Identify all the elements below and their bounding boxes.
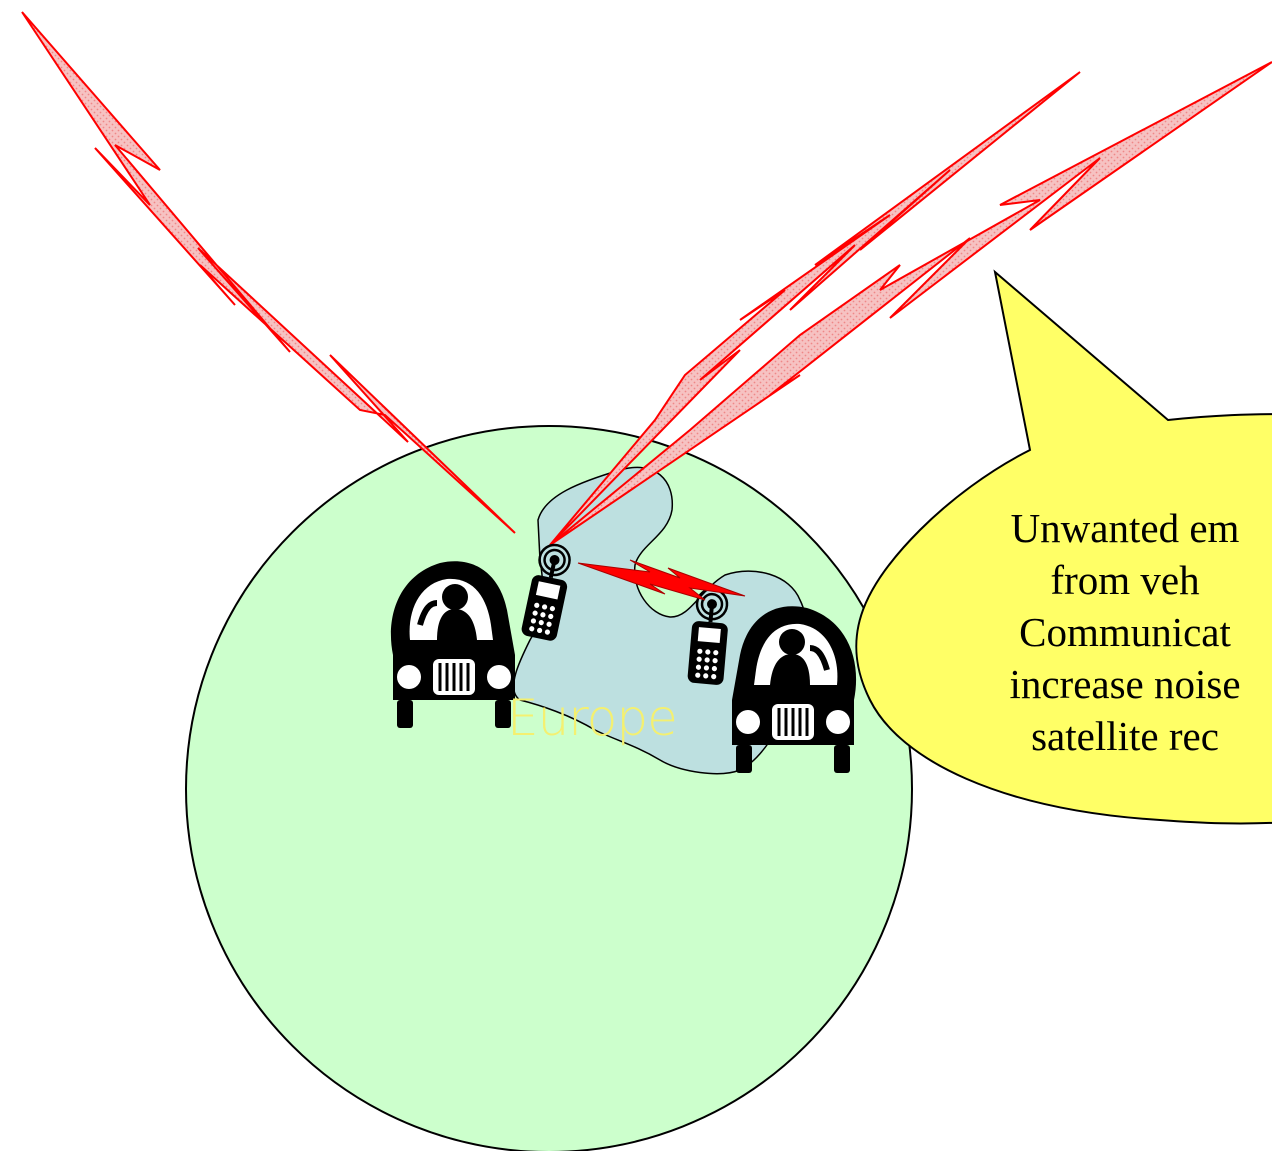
callout-line: from veh	[1050, 557, 1200, 603]
callout-line: Unwanted em	[1010, 505, 1240, 551]
callout-text: Unwanted em from veh Communicat increase…	[935, 502, 1272, 762]
callout-line: Communicat	[1019, 609, 1231, 655]
callout-line: satellite rec	[1031, 713, 1219, 759]
callout-bubble	[855, 269, 1272, 825]
lightning-bolt-icon	[577, 559, 746, 601]
callout-line: increase noise	[1009, 661, 1241, 707]
region-label: Europe	[507, 689, 677, 747]
